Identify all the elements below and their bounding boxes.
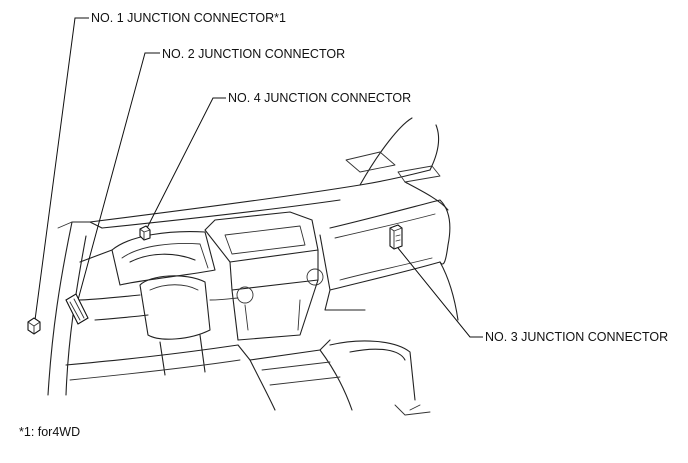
center-stack-outline: [204, 211, 324, 341]
callout-label-1: NO. 1 JUNCTION CONNECTOR*1: [91, 11, 286, 25]
connector-3-icon: [389, 224, 403, 250]
connector-2-icon: [65, 293, 89, 325]
glovebox-outline: [319, 181, 451, 311]
lower-dash-outline: [65, 249, 241, 381]
leader-line-3: [397, 247, 483, 338]
steering-column-outline: [139, 275, 211, 376]
callout-label-4: NO. 4 JUNCTION CONNECTOR: [228, 91, 411, 105]
leader-line-1: [34, 17, 89, 321]
center-console-outline: [237, 261, 459, 416]
dash-top-outline: [89, 117, 441, 229]
callout-label-3: NO. 3 JUNCTION CONNECTOR: [485, 330, 668, 344]
footnote: *1: for4WD: [19, 425, 81, 439]
leader-line-4: [144, 97, 226, 233]
connector-4-icon: [139, 225, 151, 241]
instrument-cluster-outline: [111, 231, 216, 286]
leader-line-2: [77, 52, 160, 301]
callout-label-2: NO. 2 JUNCTION CONNECTOR: [162, 47, 345, 61]
connector-1-icon: [27, 317, 41, 335]
